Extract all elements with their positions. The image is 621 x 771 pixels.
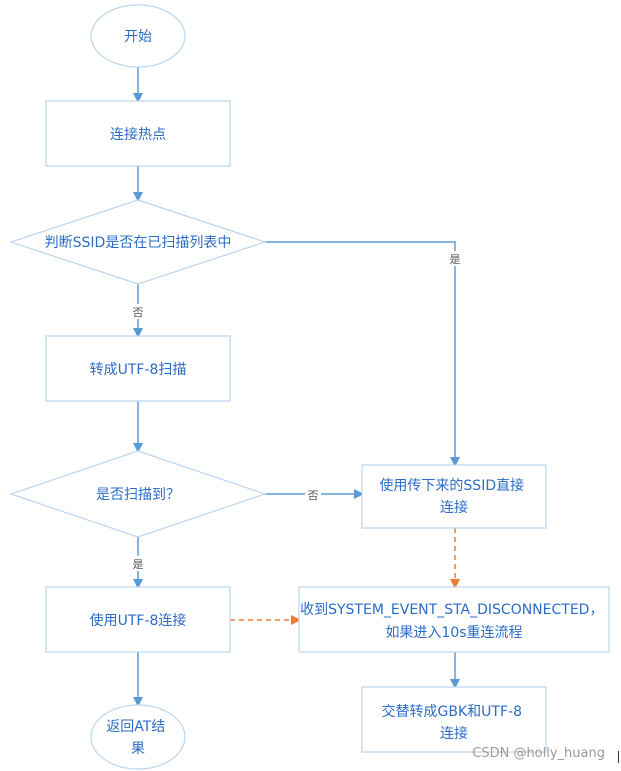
scanned-decision [9,450,267,538]
check-ssid-label: 判断SSID是否在已扫描列表中 [45,235,232,251]
use-ssid-label: 使用传下来的SSID直接 连接 [379,477,528,516]
edge-labels: 是 否 否 是 [130,251,463,571]
use-ssid-line-1: 使用传下来的SSID直接 [379,477,524,494]
watermark: CSDN @holly_huang [472,746,605,761]
use-ssid-node [361,464,547,529]
disconnected-label: 收到SYSTEM_EVENT_STA_DISCONNECTED， 如果进入10s… [300,602,608,641]
nodes [9,4,610,770]
start-label: 开始 [124,29,152,45]
connect-hotspot-label: 连接热点 [110,126,166,143]
scan-utf8-node [45,335,231,402]
disconnected-node [298,586,610,653]
edge-check-yes [265,241,460,467]
alternate-line-2: 连接 [440,725,468,742]
node-texts: 开始 连接热点 判断SSID是否在已扫描列表中 转成UTF-8扫描 是否扫描到？… [45,29,608,757]
scan-utf8-label: 转成UTF-8扫描 [90,362,187,378]
return-result-line-1: 返回AT结 [106,719,165,735]
text-cursor-mark [618,751,619,763]
disconnected-line-1: 收到SYSTEM_EVENT_STA_DISCONNECTED， [300,602,603,618]
alternate-node [361,686,547,753]
label-scanned-no: 否 [308,489,319,502]
dashed-edges [230,528,460,625]
alternate-label: 交替转成GBK和UTF-8 连接 [382,703,527,742]
scanned-label: 是否扫描到？ [96,487,180,503]
start-node [90,4,186,68]
check-ssid-decision [9,199,267,285]
return-result-label: 返回AT结 果 [106,719,170,757]
use-ssid-line-2: 连接 [440,499,468,516]
return-result-line-2: 果 [131,741,145,757]
connect-utf8-label: 使用UTF-8连接 [90,612,187,629]
alternate-line-1: 交替转成GBK和UTF-8 [382,703,522,720]
label-check-yes: 是 [450,253,461,266]
return-result-node [90,704,186,770]
connect-hotspot-node [45,100,231,167]
label-check-no: 否 [133,306,144,319]
label-scanned-yes: 是 [133,558,144,571]
connect-utf8-node [45,586,231,653]
disconnected-line-2: 如果进入10s重连流程 [385,625,522,641]
